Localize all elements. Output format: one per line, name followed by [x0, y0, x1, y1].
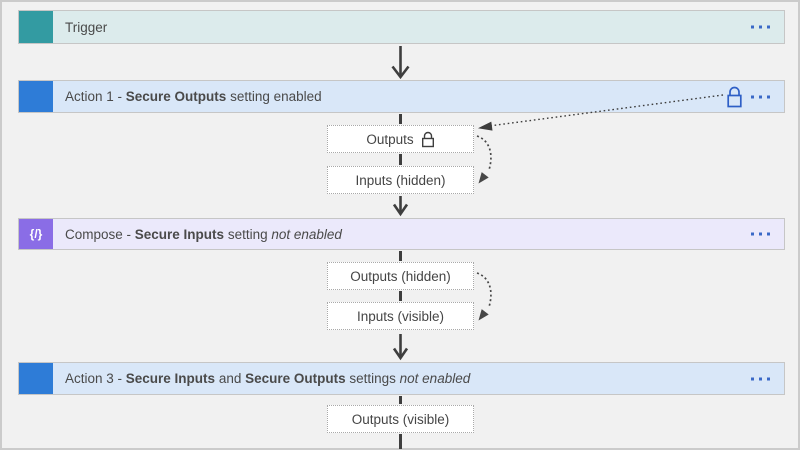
node-title-text: not enabled — [271, 226, 342, 242]
node-title-text: Secure Outputs — [125, 89, 227, 104]
io-box-label: Inputs (hidden) — [355, 172, 446, 188]
io-box-compose-outputs: Outputs (hidden) — [327, 262, 474, 290]
io-box-action1-outputs: Outputs — [327, 125, 474, 153]
flow-arrowhead-icon — [392, 347, 409, 361]
node-compose[interactable]: {/} Compose - Secure Inputs setting not … — [18, 218, 785, 250]
compose-icon: {/} — [19, 219, 53, 249]
action-icon — [19, 363, 53, 394]
node-title-text: Trigger — [65, 19, 108, 35]
node-title-text: settings — [345, 371, 400, 386]
outputs-to-inputs-arc — [476, 272, 492, 308]
io-box-label: Inputs (visible) — [356, 308, 445, 324]
node-title: Action 1 - Secure Outputs setting enable… — [65, 89, 322, 104]
node-title-text: Secure Outputs — [245, 371, 346, 386]
dotted-arrowhead-icon — [478, 121, 493, 131]
lock-icon — [421, 131, 434, 147]
flow-arrowhead-icon — [391, 65, 410, 80]
node-title-text: setting enabled — [226, 89, 322, 104]
io-box-label: Outputs (visible) — [351, 411, 450, 427]
node-action1[interactable]: Action 1 - Secure Outputs setting enable… — [18, 80, 785, 113]
more-options-icon[interactable] — [747, 373, 774, 384]
node-title-text: Secure Inputs — [134, 226, 225, 242]
compose-icon-glyph: {/} — [29, 227, 43, 241]
node-trigger[interactable]: Trigger — [18, 10, 785, 44]
node-title-text: not enabled — [399, 371, 471, 386]
node-title: Action 3 - Secure Inputs and Secure Outp… — [65, 371, 470, 386]
io-box-label: Outputs (hidden) — [350, 268, 451, 284]
trigger-icon — [19, 11, 53, 43]
arc-arrowhead-icon — [478, 172, 489, 184]
node-title-text: Action 1 - — [65, 89, 126, 104]
lock-icon — [725, 85, 744, 109]
more-options-icon[interactable] — [747, 22, 774, 33]
io-box-compose-inputs: Inputs (visible) — [327, 302, 474, 330]
more-options-icon[interactable] — [747, 229, 774, 240]
node-action3[interactable]: Action 3 - Secure Inputs and Secure Outp… — [18, 362, 785, 395]
node-title-text: Compose - — [65, 226, 135, 242]
node-title: Trigger — [65, 20, 107, 35]
io-box-label: Outputs — [366, 131, 414, 147]
flow-arrowhead-icon — [392, 203, 409, 217]
node-title-text: setting — [224, 226, 272, 242]
node-title-text: Action 3 - — [65, 371, 126, 386]
action-icon — [19, 81, 53, 112]
outputs-to-inputs-arc — [476, 135, 492, 171]
more-options-icon[interactable] — [747, 91, 774, 102]
node-title: Compose - Secure Inputs setting not enab… — [65, 227, 342, 242]
node-title-text: and — [215, 371, 246, 386]
node-title-text: Secure Inputs — [125, 371, 216, 386]
arc-arrowhead-icon — [478, 309, 489, 321]
io-box-action3-outputs: Outputs (visible) — [327, 405, 474, 433]
io-box-action1-inputs: Inputs (hidden) — [327, 166, 474, 194]
